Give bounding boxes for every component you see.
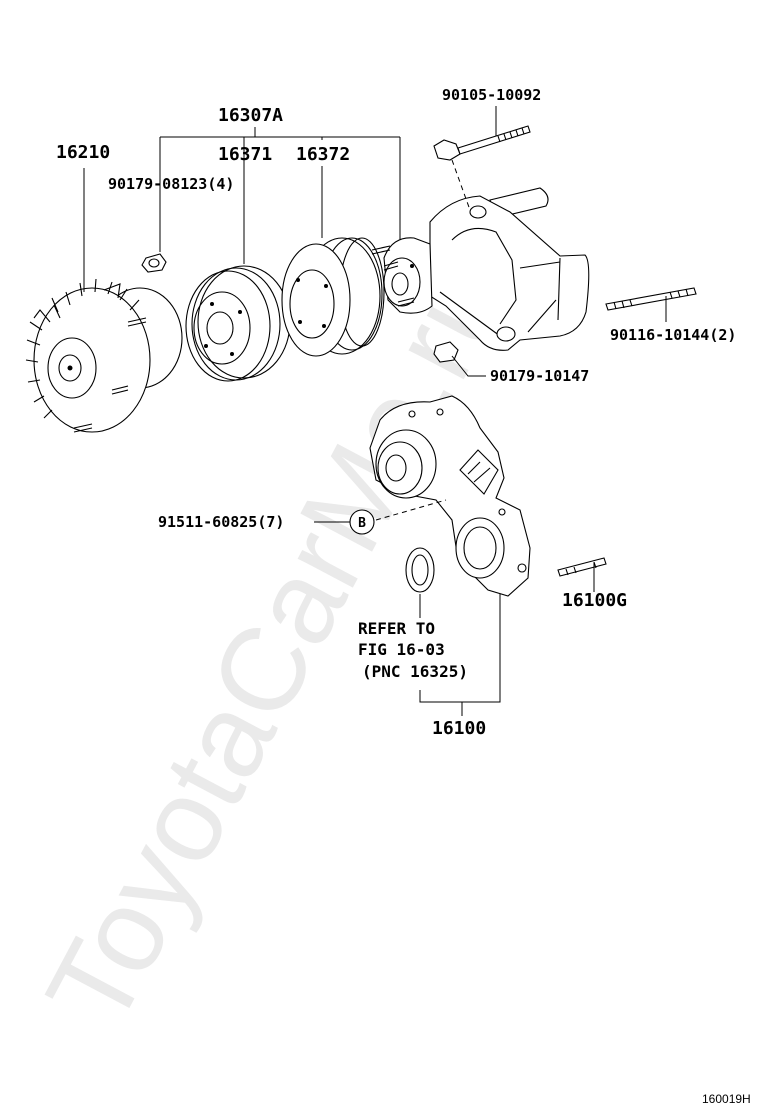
label-16307A[interactable]: 16307A xyxy=(218,105,283,126)
leader-lines xyxy=(83,106,667,716)
label-16100G[interactable]: 16100G xyxy=(562,590,627,611)
label-90179-10147[interactable]: 90179-10147 xyxy=(490,367,589,385)
callout-b-letter: B xyxy=(358,516,366,531)
pulley-16371[interactable] xyxy=(185,265,291,382)
fan-clutch-part[interactable] xyxy=(25,278,183,433)
refer-note-line2: FIG 16-03 xyxy=(358,640,445,659)
label-90116-10144[interactable]: 90116-10144(2) xyxy=(610,326,736,344)
water-pump-housing-16100[interactable] xyxy=(369,395,531,597)
label-16372[interactable]: 16372 xyxy=(296,144,350,165)
label-16210[interactable]: 16210 xyxy=(56,142,110,163)
label-91511-60825[interactable]: 91511-60825(7) xyxy=(158,513,284,531)
stud-16100G[interactable] xyxy=(557,557,607,577)
label-16371[interactable]: 16371 xyxy=(218,144,272,165)
refer-note-line3: (PNC 16325) xyxy=(362,662,468,681)
callout-b: B xyxy=(349,509,375,535)
pulley-16372[interactable] xyxy=(281,237,385,357)
nut-90179-10147[interactable] xyxy=(433,341,459,363)
label-90179-08123[interactable]: 90179-08123(4) xyxy=(108,175,234,193)
label-90105-10092[interactable]: 90105-10092 xyxy=(442,86,541,104)
figure-code: 160019H xyxy=(702,1092,751,1106)
bolt-90105-10092[interactable] xyxy=(433,125,531,211)
water-pump-bracket[interactable] xyxy=(371,187,590,351)
nut-90179-08123[interactable] xyxy=(141,253,167,273)
gasket-ring[interactable] xyxy=(405,547,435,593)
stud-90116-10144[interactable] xyxy=(605,287,697,311)
refer-note-line1: REFER TO xyxy=(358,619,435,638)
label-16100[interactable]: 16100 xyxy=(432,718,486,739)
